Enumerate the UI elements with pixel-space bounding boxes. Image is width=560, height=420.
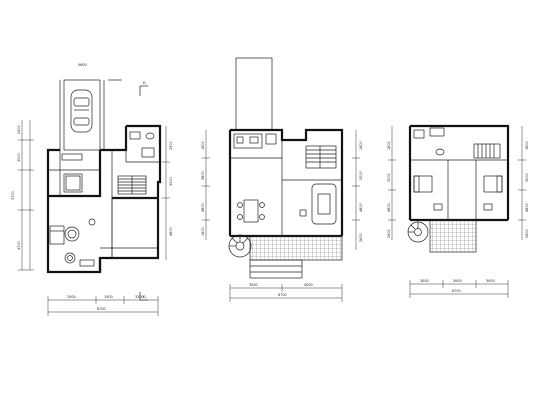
dimension-label: 2600 — [359, 233, 363, 242]
dimension-label: 2400 — [67, 295, 76, 299]
third-bathroom — [413, 127, 445, 156]
dimension-total: 8700 — [452, 289, 461, 293]
second-kitchen — [233, 133, 277, 149]
dimension-label: 4800 — [201, 203, 205, 212]
bed-left — [413, 175, 443, 211]
dimension-label: 4800 — [169, 227, 173, 236]
dimension-total: 8700 — [97, 307, 106, 311]
dimension-label: 1800 — [525, 141, 529, 150]
section-mark: D — [139, 81, 148, 96]
dimension-label: 3300 — [135, 295, 144, 299]
dimension-label: 3000 — [387, 173, 391, 182]
svg-text:D: D — [143, 81, 146, 85]
dimension-lines — [388, 126, 526, 298]
dimension-label: 4000 — [304, 283, 313, 287]
dimension-label: 1800 — [201, 141, 205, 150]
roof-well — [235, 57, 273, 131]
third-floor-plan: 1800 3000 4800 2600 1800 3000 4800 2600 … — [387, 124, 529, 298]
dimension-label: 3700 — [11, 191, 15, 200]
dimension-label: 5600 — [78, 63, 87, 67]
spiral-stair — [407, 221, 429, 243]
dimension-lines — [18, 120, 170, 316]
dimension-label: 3000 — [169, 177, 173, 186]
dimension-label: 3000 — [17, 153, 21, 162]
dimension-label: 4800 — [387, 203, 391, 212]
ground-floor-plan: D D 2400 3000 3700 4700 — [11, 63, 173, 316]
dimension-label: 1500 — [104, 295, 113, 299]
dimension-label: 2600 — [387, 229, 391, 238]
dimension-label: 3500 — [249, 283, 258, 287]
third-stair — [473, 143, 501, 159]
third-balcony — [429, 219, 477, 253]
second-floor-plan: 1800 3800 4800 1600 1800 3000 4800 2600 … — [201, 57, 363, 302]
dimension-label: 4800 — [359, 203, 363, 212]
dimension-label: 3000 — [359, 171, 363, 180]
dimension-label: 3800 — [201, 171, 205, 180]
living-sofa — [299, 183, 337, 225]
dimension-label: 2600 — [525, 229, 529, 238]
dimension-label: 1800 — [387, 141, 391, 150]
dimension-label: 4700 — [17, 241, 21, 250]
dimension-label: 4800 — [525, 203, 529, 212]
dining-table — [237, 199, 265, 223]
dimension-label: 3300 — [169, 141, 173, 150]
dimension-label: 3000 — [525, 173, 529, 182]
ground-kitchen — [61, 153, 83, 193]
third-exterior-walls — [408, 124, 510, 222]
second-terrace — [249, 259, 303, 279]
ground-bedroom — [49, 218, 96, 245]
dimension-total: 8700 — [278, 293, 287, 297]
garage — [59, 79, 122, 151]
ground-bathroom — [129, 131, 155, 158]
bed-right — [483, 175, 503, 211]
car-icon — [70, 89, 93, 133]
svg-text:D: D — [143, 295, 146, 299]
dimension-label: 1800 — [359, 141, 363, 150]
ground-terrace — [64, 197, 159, 267]
dimension-label: 3000 — [486, 279, 495, 283]
dimension-lines — [202, 130, 360, 302]
dimension-label: 1600 — [201, 227, 205, 236]
ground-stair — [117, 175, 147, 195]
dimension-label: 3000 — [453, 279, 462, 283]
second-balcony — [249, 235, 343, 261]
dimension-label: 3000 — [420, 279, 429, 283]
dimension-label: 2400 — [17, 125, 21, 134]
spiral-stair — [228, 234, 252, 258]
second-stair — [305, 145, 337, 169]
